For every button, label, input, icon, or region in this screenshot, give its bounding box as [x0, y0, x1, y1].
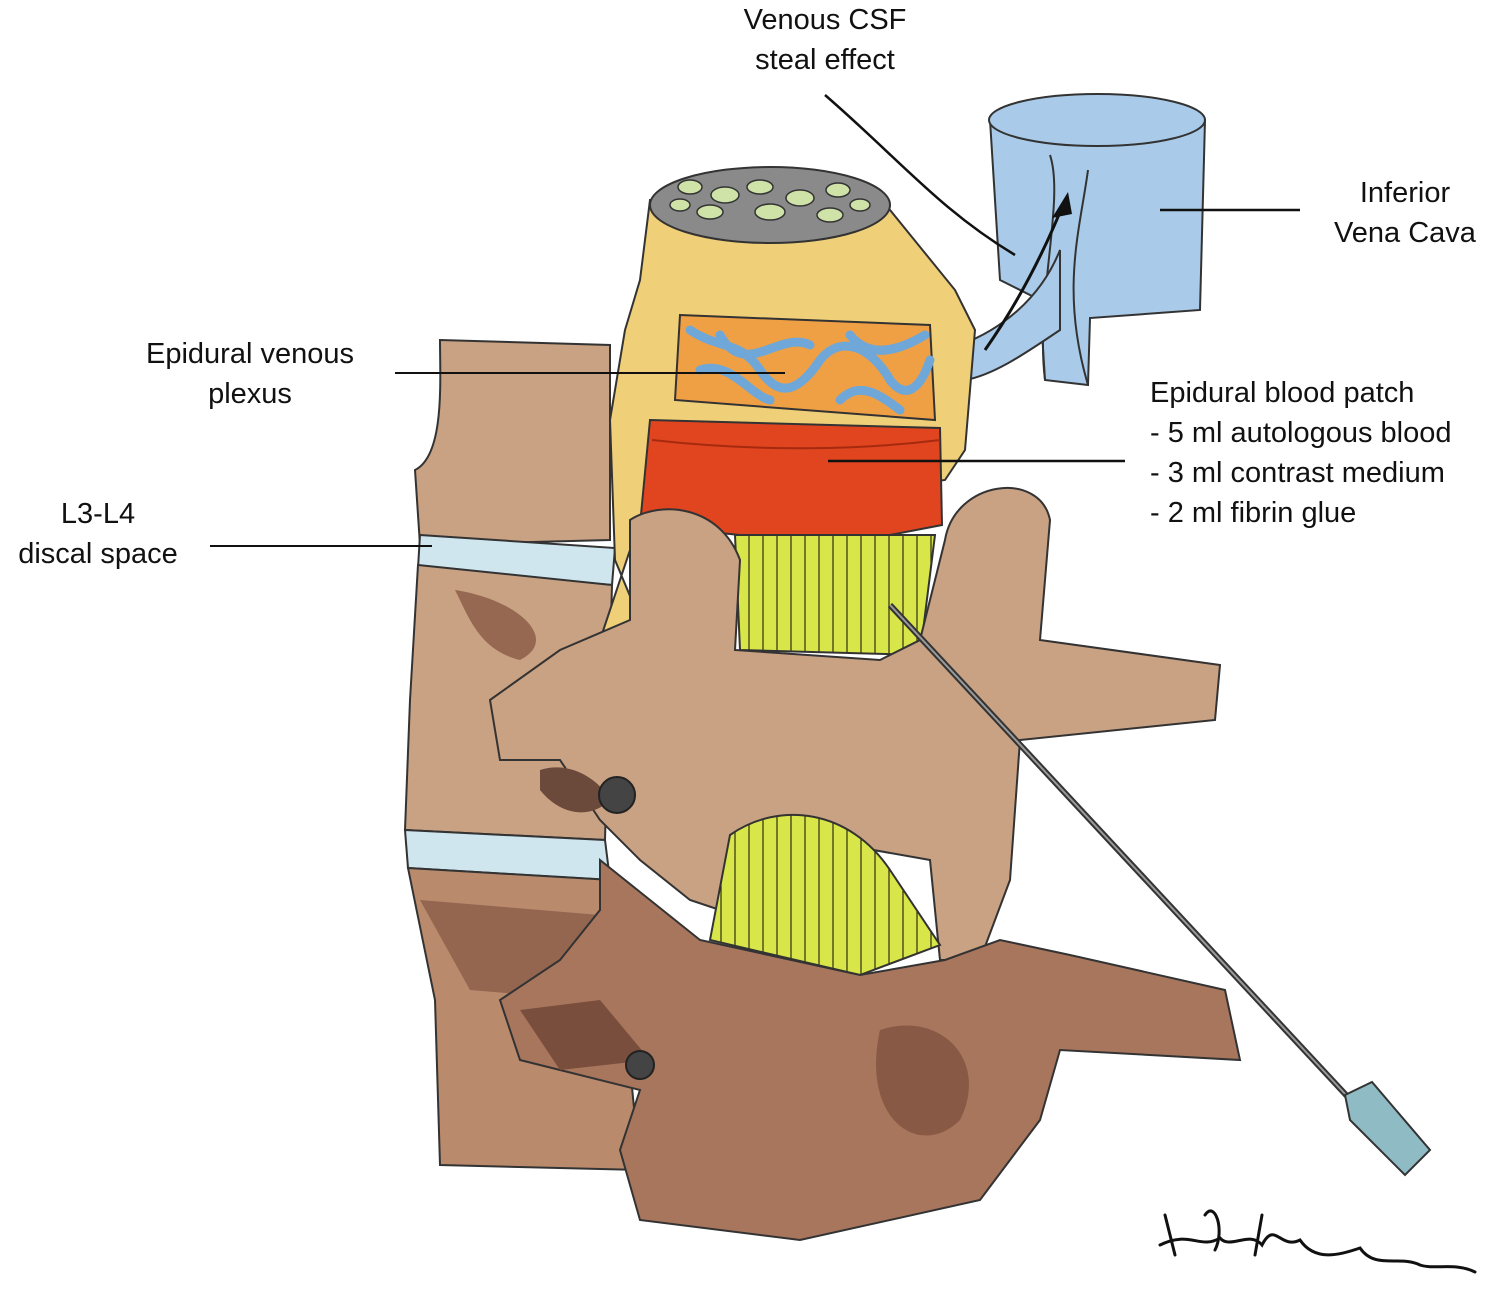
- spinal-needle: [887, 602, 1432, 1177]
- ligamentum-flavum-upper: [733, 534, 937, 657]
- artist-signature: [1158, 1209, 1477, 1274]
- nerve-rootlets: [669, 179, 871, 223]
- disc-line2: discal space: [18, 538, 178, 570]
- patch-line1: Epidural blood patch: [1150, 377, 1415, 409]
- disc-line1: L3-L4: [60, 498, 136, 530]
- epidural-venous-plexus: [673, 313, 937, 422]
- patch-line3: - 3 ml contrast medium: [1150, 457, 1445, 489]
- steal-arrow: [983, 199, 1067, 351]
- label-epidural-blood-patch: Epidural blood patch - 5 ml autologous b…: [1150, 373, 1495, 533]
- patch-line4: - 2 ml fibrin glue: [1150, 497, 1357, 529]
- label-inferior-vena-cava: Inferior Vena Cava: [1310, 173, 1500, 253]
- ligamentum-flavum-lower: [708, 813, 942, 977]
- vertebral-body-upper: [413, 338, 611, 547]
- leader-lines: [210, 94, 1300, 547]
- label-epidural-venous-plexus: Epidural venous plexus: [120, 334, 380, 414]
- venous-csf-line2: steal effect: [755, 44, 895, 76]
- ivc-line1: Inferior: [1359, 177, 1451, 209]
- ivc-line2: Vena Cava: [1334, 217, 1476, 249]
- label-venous-csf-steal: Venous CSF steal effect: [700, 0, 950, 80]
- patch-line2: - 5 ml autologous blood: [1150, 417, 1452, 449]
- label-l3-l4-discal-space: L3-L4 discal space: [0, 494, 196, 574]
- steal-arrow-head: [1052, 192, 1072, 218]
- plexus-line2: plexus: [208, 378, 292, 410]
- plexus-line1: Epidural venous: [146, 338, 354, 370]
- venous-csf-line1: Venous CSF: [743, 4, 907, 36]
- lower-posterior-elements: [498, 857, 1242, 1242]
